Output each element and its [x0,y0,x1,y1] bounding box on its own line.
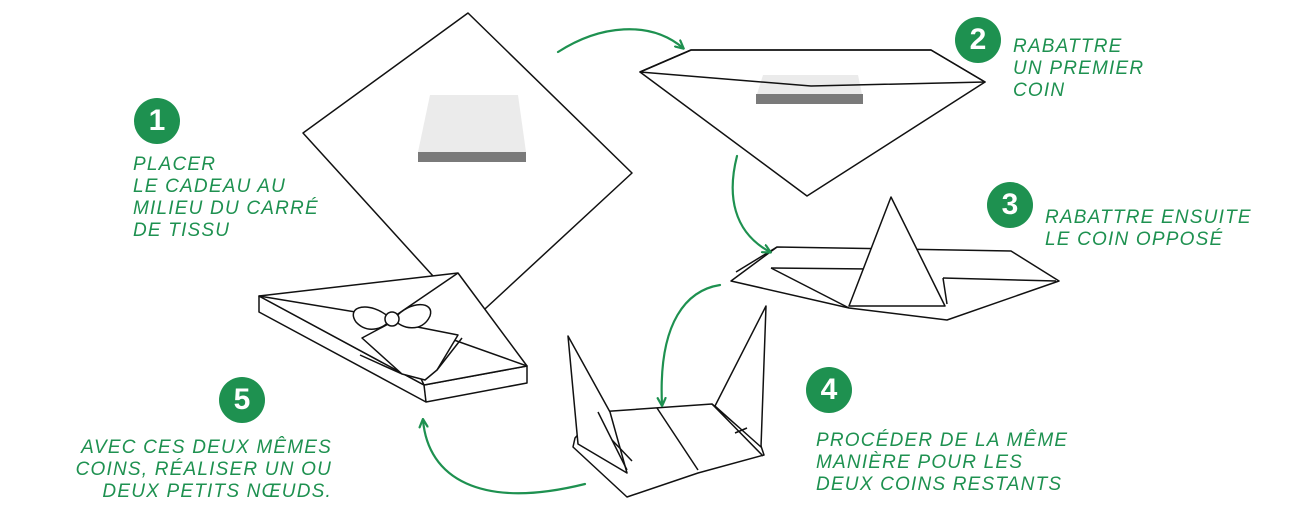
arrow-step4-to-step5 [423,420,585,493]
caption-line: COINS, RÉALISER UN OU [2,459,332,481]
caption-line: DEUX PETITS NŒUDS. [2,481,332,503]
gift-box-base [418,152,526,162]
step2-caption: RABATTRE UN PREMIER COIN [1013,36,1144,102]
step5-number-badge: 5 [219,377,265,423]
caption-line: DE TISSU [133,220,319,242]
fabric-folded-once [640,50,985,196]
step1-number-badge: 1 [134,98,180,144]
arrow-step1-to-step2 [558,29,683,52]
caption-line: LE COIN OPPOSÉ [1045,229,1252,251]
gift-box-base [756,94,863,104]
caption-line: RABATTRE ENSUITE [1045,207,1252,229]
step2-number-badge: 2 [955,17,1001,63]
step4-caption: PROCÉDER DE LA MÊME MANIÈRE POUR LES DEU… [816,430,1068,496]
step1-illustration [303,13,632,320]
step2-illustration [640,50,985,196]
caption-line: MILIEU DU CARRÉ [133,198,319,220]
caption-line: MANIÈRE POUR LES [816,452,1068,474]
step1-caption: PLACER LE CADEAU AU MILIEU DU CARRÉ DE T… [133,154,319,242]
step3-caption: RABATTRE ENSUITE LE COIN OPPOSÉ [1045,207,1252,251]
step4-illustration [568,306,766,497]
caption-line: PLACER [133,154,319,176]
fabric-square [303,13,632,320]
caption-line: RABATTRE [1013,36,1144,58]
step5-caption: AVEC CES DEUX MÊMES COINS, RÉALISER UN O… [2,437,332,503]
step3-number-badge: 3 [987,182,1033,228]
caption-line: UN PREMIER [1013,58,1144,80]
caption-line: PROCÉDER DE LA MÊME [816,430,1068,452]
caption-line: LE CADEAU AU [133,176,319,198]
arrow-step3-to-step4 [662,285,720,405]
step4-number-badge: 4 [806,367,852,413]
arrow-step2-to-step3 [733,156,770,252]
caption-line: AVEC CES DEUX MÊMES [2,437,332,459]
gift-box-top [418,95,526,152]
caption-line: COIN [1013,80,1144,102]
knot-center [385,312,399,326]
caption-line: DEUX COINS RESTANTS [816,474,1068,496]
